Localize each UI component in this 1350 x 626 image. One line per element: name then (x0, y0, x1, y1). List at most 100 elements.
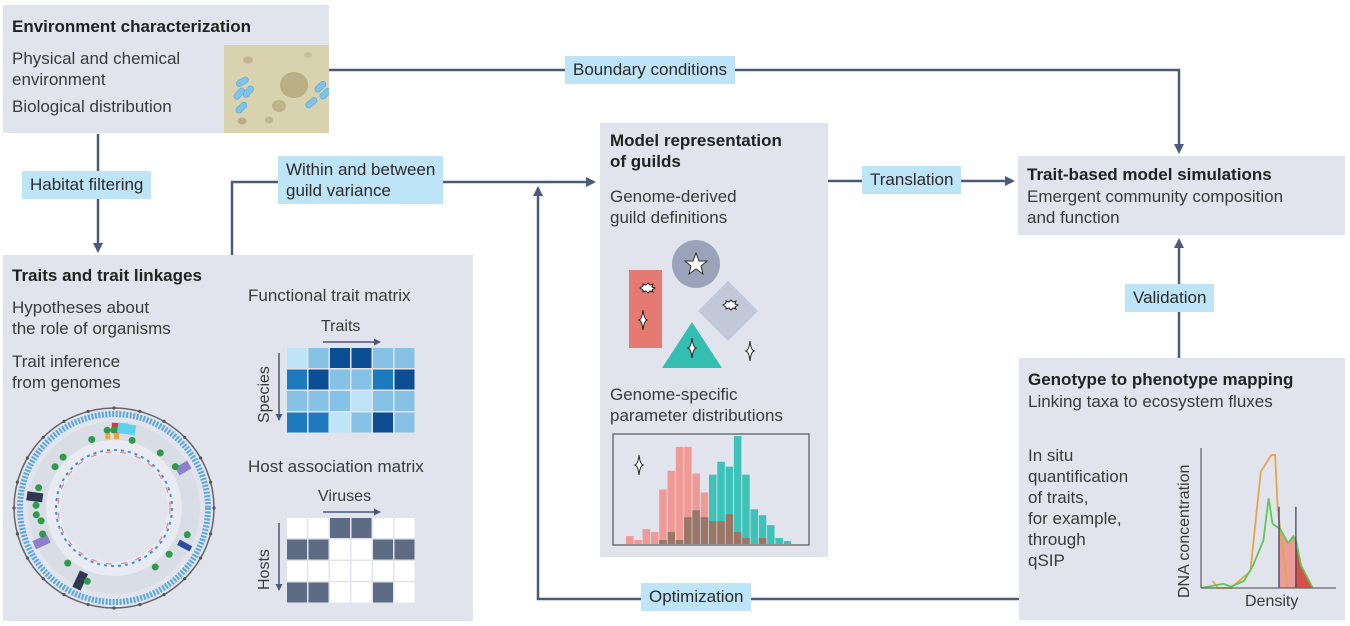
guild-rectangle (629, 270, 662, 348)
trait-matrix-cell (351, 348, 372, 368)
genome-feature-block (72, 570, 89, 591)
traits-panel: Traits and trait linkages Hypotheses abo… (3, 255, 473, 621)
genome-feature-block (177, 539, 193, 552)
genome-tick (86, 409, 90, 414)
histogram-bar-overlap (675, 540, 684, 544)
trait-matrix-cell (351, 369, 372, 390)
host-matrix-cell (351, 539, 372, 560)
qsip-fill-dark (1295, 540, 1313, 588)
trait-matrix-cell (373, 348, 393, 368)
guilds-title-line2: of guilds (610, 152, 681, 171)
traits-inference-line1: Trait inference (12, 352, 121, 371)
genome-tick (183, 577, 187, 581)
guilds-definitions-line1: Genome-derived (610, 187, 737, 206)
histogram-bar-overlap (709, 521, 717, 544)
genome-feature-block (174, 460, 192, 476)
guilds-distributions-line2: parameter distributions (610, 406, 783, 425)
histogram-bar-overlap (659, 540, 667, 544)
histogram-bar-red (667, 470, 675, 544)
host-matrix-cell (351, 582, 372, 603)
trait-matrix-cell (287, 348, 307, 368)
histogram-bar-overlap (692, 510, 700, 544)
guild-diamond (698, 281, 758, 341)
host-matrix-cell (308, 539, 329, 560)
host-matrix-cell (394, 582, 415, 603)
genome-tick (138, 409, 142, 414)
genome-marker (105, 433, 111, 440)
genome-marker (83, 577, 91, 585)
host-matrix-cell (287, 582, 307, 603)
histogram-bar-teal (758, 515, 767, 544)
genotype-desc-6: qSIP (1028, 551, 1065, 570)
host-matrix-cell (330, 582, 350, 603)
genome-marker (103, 426, 111, 434)
trait-matrix-cell (330, 391, 350, 411)
histogram-bar-red (659, 489, 667, 544)
trait-matrix-cell (308, 348, 329, 368)
genome-feature-block (26, 491, 44, 503)
genome-marker (32, 511, 40, 519)
histogram-bar-overlap (667, 532, 675, 544)
host-matrix-cell (351, 561, 372, 581)
genome-marker (64, 559, 72, 567)
genome-tick (62, 419, 66, 423)
host-matrix-cell (308, 561, 329, 581)
guild-shapes (629, 240, 758, 368)
histogram-bar-teal (783, 541, 792, 544)
circular-genome-map (12, 406, 216, 610)
host-matrix-cell (330, 561, 350, 581)
genome-marker (32, 501, 40, 509)
host-matrix-cell (308, 582, 329, 603)
host-matrix-cell (287, 539, 307, 560)
host-matrix-cell (351, 518, 372, 538)
trait-matrix-cell (330, 348, 350, 368)
host-matrix-col-axis: Viruses (318, 488, 372, 505)
genome-tick (162, 419, 166, 423)
trait-matrix-cell (351, 391, 372, 411)
genome-marker (35, 484, 43, 492)
histogram-bar-teal (709, 474, 717, 544)
genome-tick (15, 532, 20, 536)
genome-tick (41, 577, 45, 581)
genome-marker (128, 436, 136, 444)
genotype-title: Genotype to phenotype mapping (1028, 370, 1294, 389)
genome-marker (110, 426, 118, 434)
histogram-bar-red (692, 473, 700, 544)
genome-marker (151, 563, 159, 571)
genome-tick (15, 480, 20, 484)
genotype-subtitle: Linking taxa to ecosystem fluxes (1028, 392, 1273, 411)
qsip-fill-light (1279, 528, 1296, 588)
trait-matrix-cell (330, 369, 350, 390)
genotype-panel: Genotype to phenotype mapping Linking ta… (1019, 358, 1345, 620)
trait-matrix-cell (394, 369, 415, 390)
genome-tick (162, 593, 166, 597)
variance-arrow (230, 177, 596, 255)
environment-line3: Biological distribution (12, 97, 172, 116)
histogram-bar-red (675, 446, 684, 544)
environment-title: Environment characterization (12, 17, 252, 36)
histogram-bar-teal (750, 509, 758, 544)
genome-tick (212, 506, 216, 510)
histogram-bar-red (650, 532, 659, 544)
genome-marker (39, 530, 47, 538)
genome-tick (208, 532, 213, 536)
genome-tick (62, 593, 66, 597)
trait-matrix-cell (394, 348, 415, 368)
parameter-histogram (612, 433, 810, 546)
simulations-title: Trait-based model simulations (1027, 165, 1272, 184)
environment-panel: Environment characterization Physical an… (3, 5, 329, 133)
histogram-bar-overlap (684, 517, 692, 544)
genome-tick (208, 480, 213, 484)
trait-matrix-cell (394, 412, 415, 433)
matrix-graphics (275, 338, 415, 603)
histogram-bar-red (626, 536, 634, 544)
genome-marker (114, 433, 120, 440)
habitat-filtering-label: Habitat filtering (22, 171, 152, 199)
host-matrix-cell (394, 539, 415, 560)
genome-gene-ring (17, 411, 211, 605)
trait-matrix-cell (308, 412, 329, 433)
traits-hypotheses-line2: the role of organisms (12, 319, 171, 338)
histogram-bar-teal (742, 474, 750, 544)
simulations-line1: Emergent community composition (1027, 187, 1284, 206)
genome-tick (183, 435, 187, 439)
